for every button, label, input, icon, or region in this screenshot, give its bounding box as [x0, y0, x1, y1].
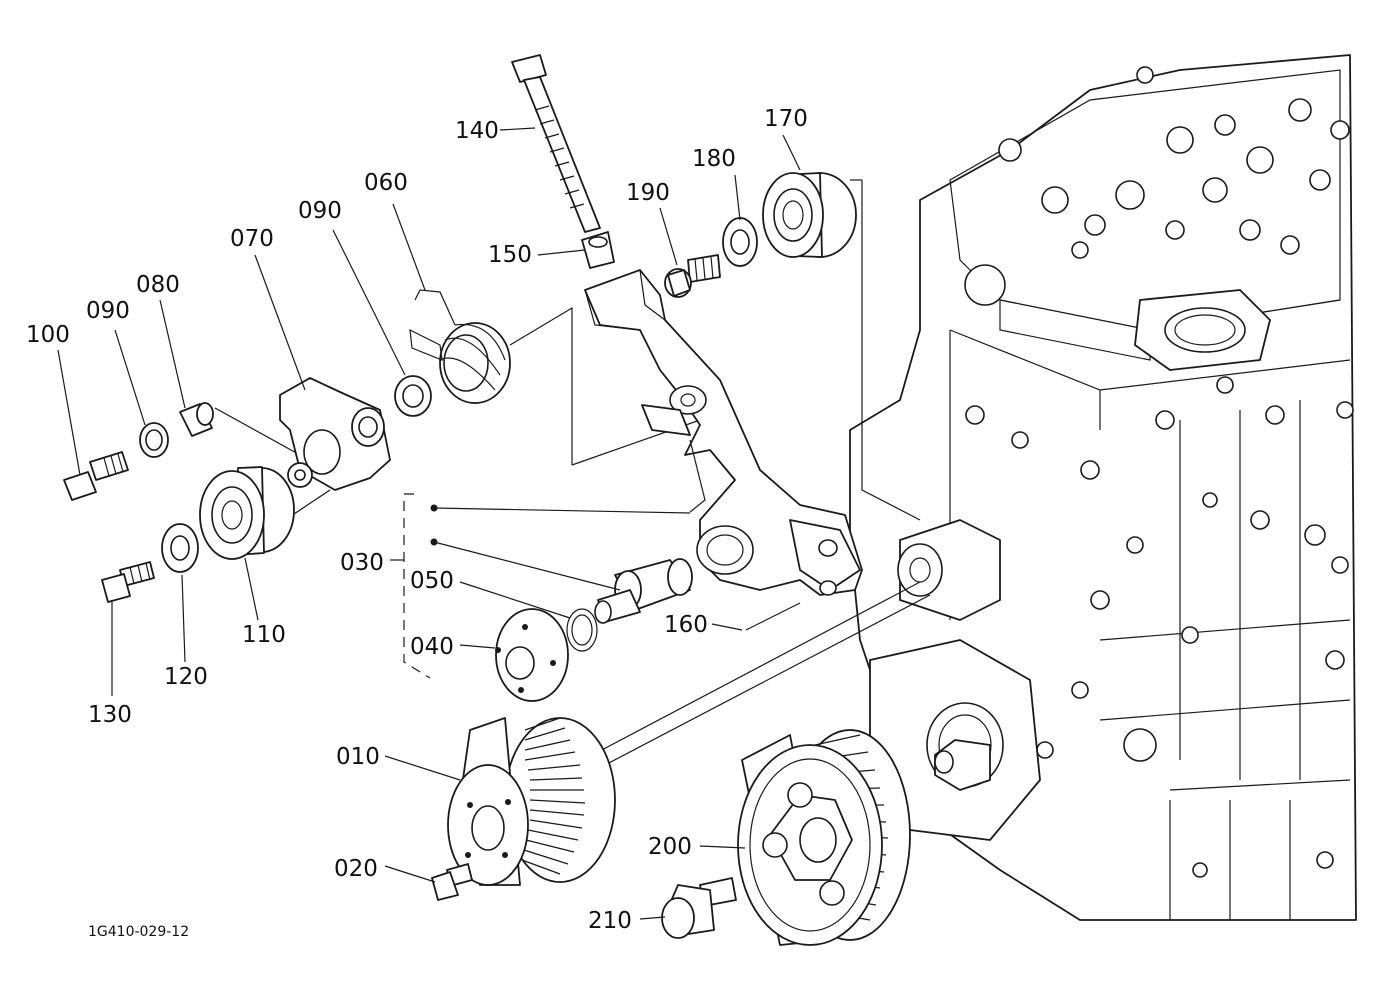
crank-pulley-200 [737, 729, 911, 946]
nut-150 [581, 231, 615, 269]
washer-180 [722, 217, 758, 267]
idler-pulley-110 [199, 466, 295, 560]
callout-070: 070 [230, 226, 274, 252]
callout-190: 190 [626, 180, 670, 206]
engine-block [849, 54, 1357, 921]
bolt-100 [63, 451, 129, 501]
callout-200: 200 [648, 834, 692, 860]
gear-case [869, 639, 1041, 841]
bearing-090-upper [394, 375, 432, 417]
pivot-pin-assembly [594, 558, 693, 624]
callout-030: 030 [340, 550, 384, 576]
callout-180: 180 [692, 146, 736, 172]
washer-090-lower [139, 422, 169, 458]
bolt-210 [661, 877, 737, 939]
callout-090-lower: 090 [86, 298, 130, 324]
bolt-190 [664, 254, 721, 298]
callout-010: 010 [336, 744, 380, 770]
water-pump [897, 519, 1001, 621]
callout-080: 080 [136, 272, 180, 298]
callout-020: 020 [334, 856, 378, 882]
callout-160: 160 [664, 612, 708, 638]
callout-100: 100 [26, 322, 70, 348]
bushing-080 [179, 402, 214, 437]
spring-060 [409, 289, 511, 404]
tensioner-arm-070 [279, 377, 391, 491]
idler-pulley-170 [762, 172, 857, 258]
callout-150: 150 [488, 242, 532, 268]
callout-120: 120 [164, 664, 208, 690]
block-bolt-holes [965, 376, 1354, 878]
tensioner-bracket [584, 269, 863, 596]
callout-090-upper: 090 [298, 198, 342, 224]
bolt-020 [431, 863, 473, 901]
hub-040 [495, 608, 569, 702]
callout-labels: 010 020 030 040 050 060 070 080 090 090 … [26, 106, 808, 940]
bolt-140 [511, 54, 601, 233]
bolt-130 [101, 561, 155, 603]
callout-140: 140 [455, 118, 499, 144]
callout-210: 210 [588, 908, 632, 934]
fan-pulley-010 [447, 717, 616, 886]
callout-170: 170 [764, 106, 808, 132]
belt-lines [214, 179, 931, 766]
callout-130: 130 [88, 702, 132, 728]
snap-ring-050 [566, 608, 598, 652]
callout-060: 060 [364, 170, 408, 196]
callout-040: 040 [410, 634, 454, 660]
callout-110: 110 [242, 622, 286, 648]
washer-120 [161, 523, 199, 573]
head-ports [998, 66, 1350, 259]
callout-leaders [57, 127, 801, 920]
diagram-reference-code: 1G410-029-12 [88, 924, 189, 940]
callout-050: 050 [410, 568, 454, 594]
